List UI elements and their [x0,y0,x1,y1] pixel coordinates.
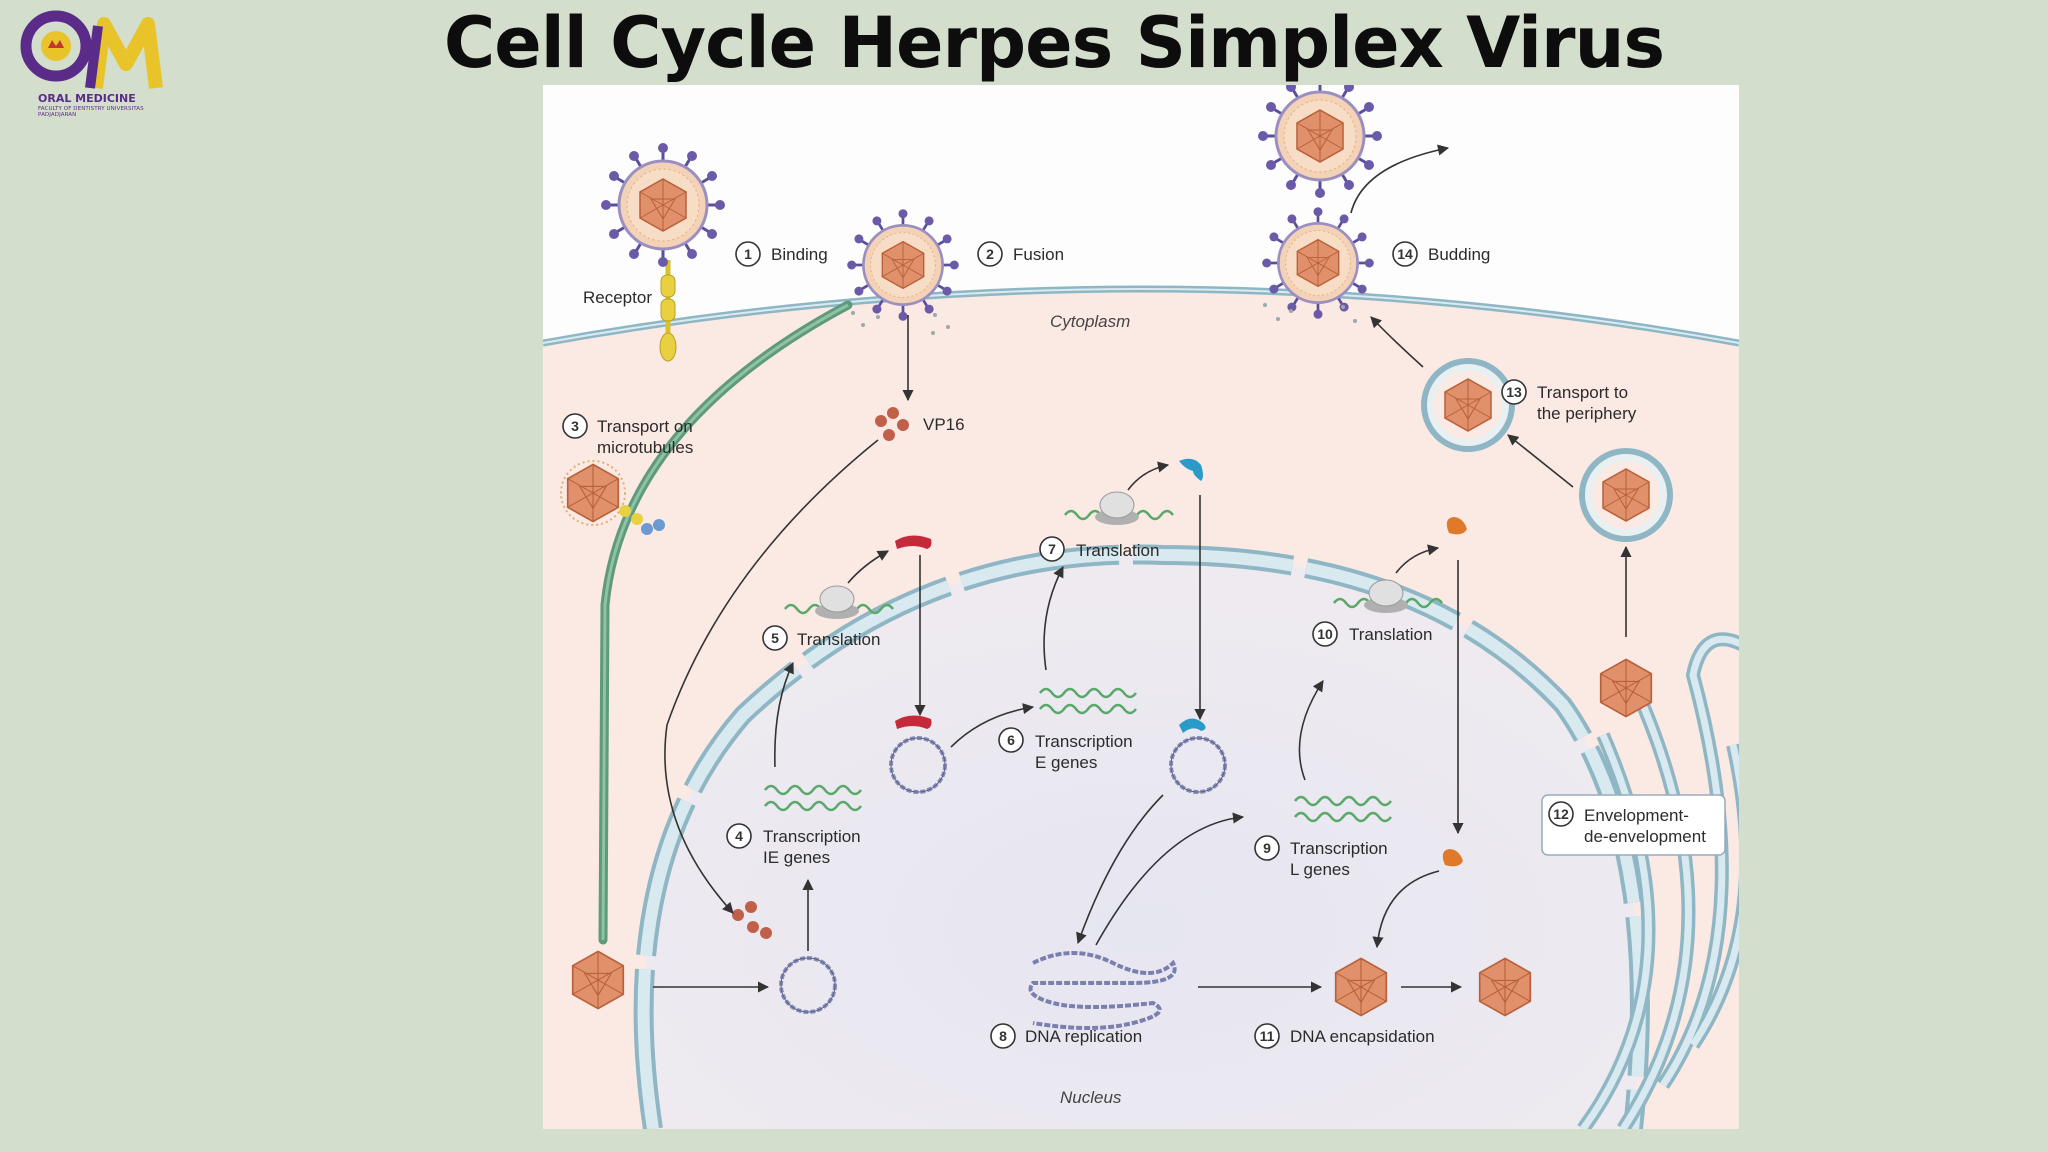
hsv-cycle-diagram: Receptor VP16 Cytoplasm Nucleus [543,85,1739,1129]
svg-text:Binding: Binding [771,245,828,264]
l-protein-nucleus [1442,849,1463,867]
vp16-protein [875,407,909,441]
logo-subtitle: FACULTY OF DENTISTRY UNIVERSITAS PADJADJ… [38,106,144,118]
svg-text:Budding: Budding [1428,245,1490,264]
svg-text:Transcription: Transcription [1290,839,1388,858]
svg-text:de-envelopment: de-envelopment [1584,827,1706,846]
svg-text:the periphery: the periphery [1537,404,1637,423]
l-protein [1446,517,1467,535]
vesicle-periphery [1424,361,1512,449]
logo-title: ORAL MEDICINE [38,92,136,105]
step-9: 9 Transcription L genes [1254,835,1388,879]
pathway-arrows [653,144,1632,993]
replicating-dna [1028,951,1177,1030]
step-3: 3 Transport on microtubules [562,413,693,457]
step-13: 13 Transport to the periphery [1501,379,1637,423]
fusion-debris [851,303,1357,335]
ie-protein-nucleus [895,715,932,729]
svg-text:E genes: E genes [1035,753,1097,772]
svg-text:11: 11 [1260,1028,1275,1044]
step-6: 6 Transcription E genes [998,727,1133,772]
svg-text:7: 7 [1048,541,1056,557]
svg-text:2: 2 [986,246,994,262]
svg-text:3: 3 [571,418,579,434]
nucleus-region [643,554,1640,1129]
logo-mark-icon [20,10,163,89]
step-5: 5 Translation [762,625,880,651]
step-2: 2 Fusion [977,241,1064,267]
vp16-nucleus [732,901,772,939]
svg-text:Transport on: Transport on [597,417,693,436]
svg-text:10: 10 [1317,626,1333,642]
e-protein [1179,458,1203,481]
svg-text:1: 1 [744,246,752,262]
step-7: 7 Translation [1039,536,1159,562]
step-11: 11 DNA encapsidation [1254,1023,1435,1049]
svg-text:5: 5 [771,630,779,646]
receptor [659,260,677,362]
ie-protein [895,535,932,549]
step-12: 12 Envelopment- de-envelopment [1541,794,1726,856]
nucleus-label: Nucleus [1060,1088,1122,1107]
svg-text:Translation: Translation [1076,541,1159,560]
step-14: 14 Budding [1392,241,1490,267]
step-10: 10 Translation [1312,621,1432,647]
svg-text:Translation: Translation [1349,625,1432,644]
svg-text:12: 12 [1553,806,1569,822]
page-title: Cell Cycle Herpes Simplex Virus [443,2,1665,84]
vesicle-capsid [1582,451,1670,539]
svg-text:IE genes: IE genes [763,848,830,867]
oral-medicine-logo: ORAL MEDICINE FACULTY OF DENTISTRY UNIVE… [18,8,178,118]
cytoplasm-label: Cytoplasm [1050,312,1130,331]
svg-text:14: 14 [1397,246,1413,262]
svg-text:13: 13 [1506,384,1522,400]
step-8: 8 DNA replication [990,1023,1142,1049]
svg-text:Transcription: Transcription [763,827,861,846]
receptor-label: Receptor [583,288,652,307]
svg-text:Transport to: Transport to [1537,383,1628,402]
svg-text:Envelopment-: Envelopment- [1584,806,1689,825]
step-1: 1 Binding [735,241,828,267]
svg-text:8: 8 [999,1028,1007,1044]
vp16-label: VP16 [923,415,965,434]
svg-text:4: 4 [735,828,743,844]
motor-protein [619,505,665,535]
e-protein-nucleus [1179,718,1206,733]
svg-text:6: 6 [1007,732,1015,748]
svg-text:L genes: L genes [1290,860,1350,879]
svg-text:microtubules: microtubules [597,438,693,457]
svg-text:Fusion: Fusion [1013,245,1064,264]
svg-text:Translation: Translation [797,630,880,649]
svg-text:DNA encapsidation: DNA encapsidation [1290,1027,1435,1046]
svg-text:DNA replication: DNA replication [1025,1027,1142,1046]
svg-text:Transcription: Transcription [1035,732,1133,751]
step-4: 4 Transcription IE genes [726,823,861,867]
svg-text:9: 9 [1263,840,1271,856]
